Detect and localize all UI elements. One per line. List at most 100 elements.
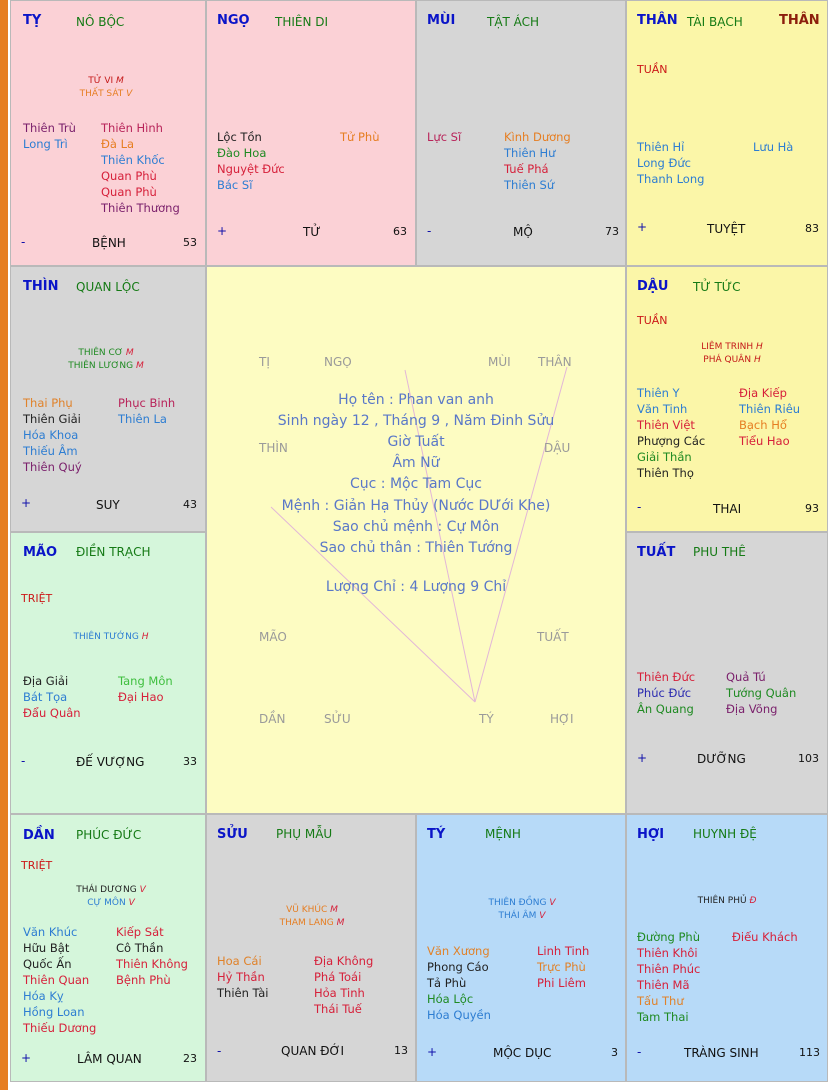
left-stars: Lực Sĩ [427,129,461,145]
star-item: Hỷ Thần [217,970,265,984]
main-star: PHÁ QUÂN H [703,355,761,365]
star-item: Thiên La [118,412,167,426]
branch-label-ti: TỊ [259,355,270,369]
main-star: THÁI ÂM V [498,911,546,921]
main-star: LIÊM TRINH H [701,342,763,352]
left-stars: Thiên Y Văn Tinh Thiên Việt Phượng Các G… [637,385,705,481]
star-item: Thiên Đức [637,670,696,684]
star-item: Phong Cáo [427,960,489,974]
age-number: 93 [805,502,819,515]
palace-suu[interactable]: SỬU PHỤ MẪU VŨ KHÚC M THAM LANG M Hoa Cá… [206,814,416,1082]
aspect-line [474,366,568,703]
palace-tuat[interactable]: TUẤT PHU THÊ Thiên Đức Phúc Đức Ân Quang… [626,532,828,814]
star-item: Tử Phù [340,130,380,144]
sao-chu-menh: Sao chủ mệnh : Cự Môn [332,519,500,535]
star-item: Bạch Hổ [739,418,787,432]
right-stars: Lưu Hà [753,139,793,155]
star-item: Bác Sĩ [217,178,253,192]
aspect-lines [270,366,568,703]
star-item: Hoa Cái [217,954,262,968]
age-number: 33 [183,755,197,768]
age-number: 13 [394,1044,408,1057]
palace-mao[interactable]: MÃO ĐIỀN TRẠCH TRIỆT THIÊN TƯỚNG H Địa G… [10,532,206,814]
left-stars: Thiên Đức Phúc Đức Ân Quang [637,669,695,717]
main-star: THIÊN LƯƠNG M [68,361,144,371]
branch-label: TÝ [427,827,446,842]
left-stars: Hoa Cái Hỷ Thần Thiên Tài [217,953,268,1001]
yin-yang-sign: - [217,1044,222,1058]
palace-mui[interactable]: MÙI TẬT ÁCH Lực Sĩ Kình Dương Thiên Hư T… [416,0,626,266]
yin-yang-sign: + [427,1045,438,1059]
age-number: 63 [393,225,407,238]
palace-ngo[interactable]: NGỌ THIÊN DI Lộc Tồn Đào Hoa Nguyệt Đức … [206,0,416,266]
palace-name: PHU THÊ [693,545,746,559]
palace-hoi[interactable]: HỢI HUYNH ĐỆ THIÊN PHỦ Đ Đường Phù Thiên… [626,814,828,1082]
palace-name: ĐIỀN TRẠCH [76,545,151,559]
star-item: Linh Tinh [537,944,590,958]
right-stars: Quả Tú Tướng Quân Địa Võng [726,669,796,717]
palace-dau[interactable]: DẬU TỬ TỨC TUẦN LIÊM TRINH H PHÁ QUÂN H … [626,266,828,532]
main-stars: THIÊN CƠ M THIÊN LƯƠNG M [41,347,171,373]
palace-name: TÀI BẠCH [687,15,743,29]
age-number: 83 [805,222,819,235]
main-star: THẤT SÁT V [79,89,133,99]
age-number: 73 [605,225,619,238]
life-stage: DƯỠNG [697,752,746,766]
palace-name: QUAN LỘC [76,280,140,294]
branch-label: THÌN [23,279,59,294]
star-item: Thiên Thọ [637,466,694,480]
yin-yang-sign: - [21,754,26,768]
aspect-line [270,506,476,703]
star-item: Đẩu Quân [23,706,81,720]
star-item: Đường Phù [637,930,700,944]
star-item: Quan Phù [101,169,157,183]
palace-name: HUYNH ĐỆ [693,827,757,841]
star-item: Tấu Thư [637,994,684,1008]
branch-label-than: THÂN [538,355,572,369]
star-item: Quan Phù [101,185,157,199]
main-star: THÁI DƯƠNG V [76,885,146,895]
palace-ty-rat[interactable]: TÝ MỆNH THIÊN ĐỒNG V THÁI ÂM V Văn Xương… [416,814,626,1082]
star-item: Ân Quang [637,702,694,716]
birth-date: Sinh ngày 12 , Tháng 9 , Năm Đinh Sửu [277,413,555,429]
main-star: THIÊN CƠ M [78,348,134,358]
main-star: TỬ VI M [88,76,124,86]
main-star: THIÊN ĐỒNG V [488,898,556,908]
star-item: Trực Phù [537,960,586,974]
star-item: Hóa Khoa [23,428,79,442]
branch-label: TUẤT [637,545,676,560]
branch-label: DẦN [23,828,55,843]
star-item: Thiên Mã [637,978,690,992]
right-stars: Tang Môn Đại Hao [118,673,173,705]
palace-dan[interactable]: DẦN PHÚC ĐỨC TRIỆT THÁI DƯƠNG V CỰ MÔN V… [10,814,206,1082]
palace-name: MỆNH [485,827,521,841]
life-stage: TỬ [303,225,321,239]
star-item: Tả Phù [427,976,467,990]
star-item: Địa Giải [23,674,69,688]
palace-thin[interactable]: THÌN QUAN LỘC THIÊN CƠ M THIÊN LƯƠNG M T… [10,266,206,532]
palace-ty-snake[interactable]: TỴ NÔ BỘC TỬ VI M THẤT SÁT V Thiên Trù L… [10,0,206,266]
life-stage: TRÀNG SINH [684,1046,759,1060]
star-item: Thai Phụ [23,396,73,410]
star-item: Long Đức [637,156,692,170]
life-stage: QUAN ĐỚI [281,1044,345,1058]
yin-yang-sign: - [637,1045,642,1059]
life-stage: THAI [713,502,742,516]
star-item: Thiên Trù [23,121,76,135]
palace-name: PHÚC ĐỨC [76,828,142,842]
star-item: Thiên Phúc [637,962,701,976]
star-item: Thái Tuế [314,1002,362,1016]
star-item: Đại Hao [118,690,164,704]
star-item: Phi Liêm [537,976,586,990]
star-item: Quốc Ấn [23,957,72,971]
star-item: Hỏa Tinh [314,986,365,1000]
branch-label: NGỌ [217,13,250,28]
palace-name: TẬT ÁCH [487,15,540,29]
branch-label-ngo: NGỌ [324,355,352,369]
branch-label-hoi: HỢI [550,712,574,726]
branch-label: HỢI [637,827,665,842]
palace-than[interactable]: THÂN TÀI BẠCH THÂN TUẦN Thiên Hỉ Long Đứ… [626,0,828,266]
left-accent-stripe [0,0,8,1090]
branch-label: THÂN [637,13,678,28]
star-item: Thiên Quan [23,973,90,987]
